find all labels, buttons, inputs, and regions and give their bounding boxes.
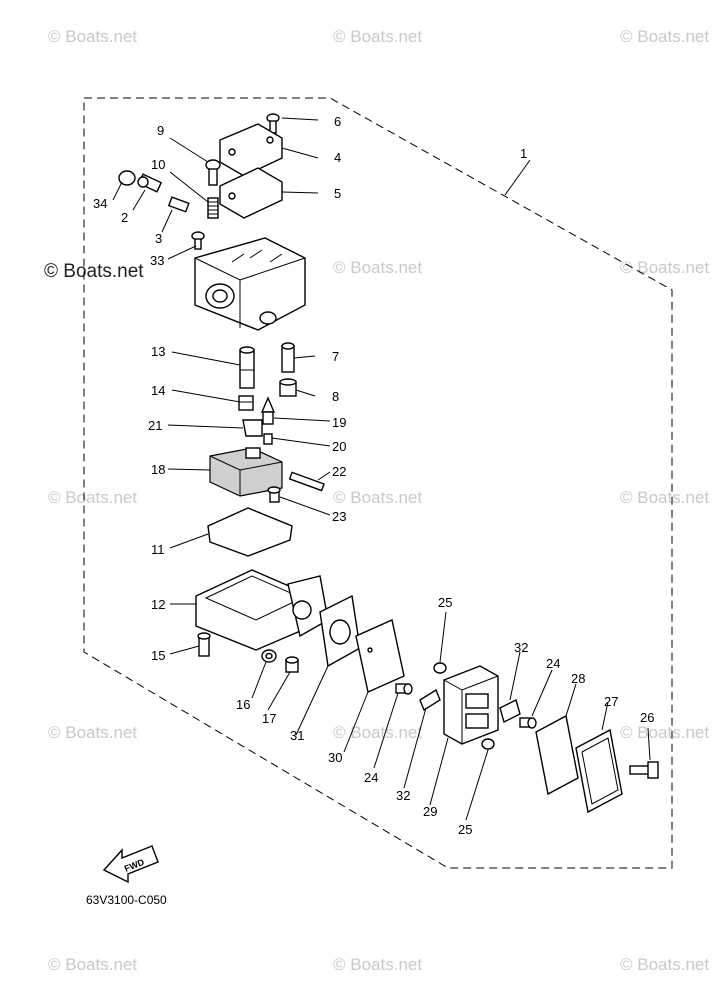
callout-15: 15	[151, 648, 165, 663]
watermark: © Boats.net	[333, 27, 422, 46]
part-screw-20[interactable]	[263, 433, 273, 445]
callout-9: 9	[157, 123, 164, 138]
watermark-highlight: © Boats.net	[44, 261, 144, 282]
watermark: © Boats.net	[620, 27, 709, 46]
callout-24-left: 24	[364, 770, 378, 785]
callout-28: 28	[571, 671, 585, 686]
part-cap-34[interactable]	[118, 170, 136, 186]
callout-21: 21	[148, 418, 162, 433]
part-screw-26[interactable]	[629, 761, 659, 779]
part-screw-9[interactable]	[205, 159, 221, 186]
part-float-18[interactable]	[209, 447, 283, 497]
watermark: © Boats.net	[333, 723, 422, 742]
callout-29: 29	[423, 804, 437, 819]
part-drain-screw-15[interactable]	[197, 632, 211, 657]
part-hose-32-right[interactable]	[499, 698, 521, 724]
leader-lines	[112, 117, 651, 821]
callout-2: 2	[121, 210, 128, 225]
part-plug-8[interactable]	[279, 378, 297, 397]
callout-20: 20	[332, 439, 346, 454]
watermark: © Boats.net	[620, 723, 709, 742]
part-carburetor-body[interactable]	[194, 237, 306, 331]
callout-17: 17	[262, 711, 276, 726]
assembly-boundary	[83, 97, 673, 869]
part-valve-25-upper[interactable]	[433, 662, 447, 674]
callout-10: 10	[151, 157, 165, 172]
part-fuel-pump-body-29[interactable]	[443, 665, 499, 745]
callout-5: 5	[334, 186, 341, 201]
callouts: 1 2 3 4 5 6 7 8 9 10 11 12 13 14 15 16 1…	[93, 114, 654, 837]
callout-32-right: 32	[514, 640, 528, 655]
callout-25-upper: 25	[438, 595, 452, 610]
watermark: © Boats.net	[48, 488, 137, 507]
callout-19: 19	[332, 415, 346, 430]
part-pump-cover-27[interactable]	[575, 728, 623, 814]
watermarks: © Boats.net © Boats.net © Boats.net © Bo…	[44, 27, 709, 974]
part-diaphragm-28[interactable]	[535, 714, 579, 796]
callout-34: 34	[93, 196, 107, 211]
callout-8: 8	[332, 389, 339, 404]
callout-30: 30	[328, 750, 342, 765]
part-screw-24-right[interactable]	[519, 717, 537, 729]
part-spring-3[interactable]	[167, 196, 190, 213]
part-gasket-5[interactable]	[219, 167, 283, 219]
part-pilot-screw-2[interactable]	[137, 173, 163, 193]
watermark: © Boats.net	[620, 955, 709, 974]
callout-3: 3	[155, 231, 162, 246]
callout-12: 12	[151, 597, 165, 612]
part-screw-33[interactable]	[191, 231, 205, 250]
part-jet-7[interactable]	[281, 342, 295, 373]
watermark: © Boats.net	[620, 488, 709, 507]
watermark: © Boats.net	[333, 258, 422, 277]
part-main-jet-13[interactable]	[239, 346, 255, 389]
part-needle-valve-19[interactable]	[260, 396, 276, 425]
part-float-chamber-12[interactable]	[195, 569, 329, 651]
part-nozzle-14[interactable]	[238, 395, 254, 411]
callout-1: 1	[520, 146, 527, 161]
callout-24-right: 24	[546, 656, 560, 671]
watermark: © Boats.net	[333, 955, 422, 974]
callout-11: 11	[151, 542, 165, 557]
part-valve-25-lower[interactable]	[481, 738, 495, 750]
callout-18: 18	[151, 462, 165, 477]
callout-26: 26	[640, 710, 654, 725]
part-diaphragm-30[interactable]	[355, 619, 405, 693]
callout-22: 22	[332, 464, 346, 479]
callout-14: 14	[151, 383, 165, 398]
part-screw-17[interactable]	[285, 656, 299, 673]
fwd-arrow: FWD	[102, 845, 159, 884]
watermark: © Boats.net	[48, 723, 137, 742]
callout-33: 33	[150, 253, 164, 268]
part-cover-plate-4[interactable]	[219, 123, 283, 177]
part-float-pin-22[interactable]	[288, 471, 325, 492]
callout-25-lower: 25	[458, 822, 472, 837]
part-screw-24-left[interactable]	[395, 683, 413, 695]
part-gasket-31[interactable]	[319, 594, 361, 668]
part-hose-32-left[interactable]	[419, 688, 441, 712]
callout-27: 27	[604, 694, 618, 709]
watermark: © Boats.net	[48, 27, 137, 46]
watermark: © Boats.net	[48, 955, 137, 974]
callout-7: 7	[332, 349, 339, 364]
callout-31: 31	[290, 728, 304, 743]
callout-6: 6	[334, 114, 341, 129]
callout-23: 23	[332, 509, 346, 524]
callout-4: 4	[334, 150, 341, 165]
callout-32-left: 32	[396, 788, 410, 803]
part-clip-21[interactable]	[242, 419, 263, 437]
watermark: © Boats.net	[620, 258, 709, 277]
watermark: © Boats.net	[333, 488, 422, 507]
part-washer-16[interactable]	[261, 649, 277, 663]
callout-16: 16	[236, 697, 250, 712]
part-float-bowl-gasket-11[interactable]	[207, 507, 293, 557]
part-spring-10[interactable]	[207, 197, 219, 219]
callout-13: 13	[151, 344, 165, 359]
diagram-code: 63V3100-C050	[86, 893, 167, 907]
part-screw-23[interactable]	[267, 486, 281, 503]
